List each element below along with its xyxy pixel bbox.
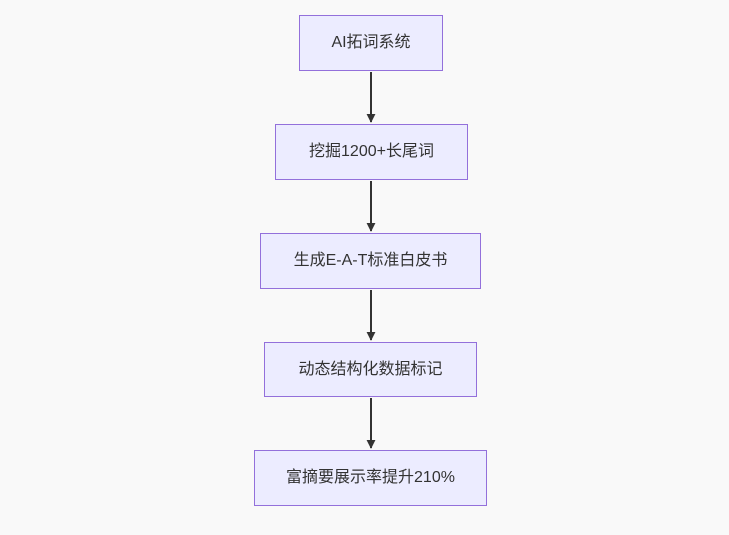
node-label: 挖掘1200+长尾词 [309,143,434,160]
node-dynamic-structured-data-markup: 动态结构化数据标记 [264,342,477,397]
node-label: 生成E-A-T标准白皮书 [293,252,448,269]
node-ai-keyword-expansion-system: AI拓词系统 [299,15,443,71]
node-label: 动态结构化数据标记 [298,360,443,378]
node-label: AI拓词系统 [331,34,411,51]
node-rich-snippet-rate-increase: 富摘要展示率提升210% [254,450,487,506]
node-label: 富摘要展示率提升210% [286,469,455,486]
node-generate-eat-whitepaper: 生成E-A-T标准白皮书 [260,233,481,289]
node-mine-longtail-keywords: 挖掘1200+长尾词 [275,124,468,180]
